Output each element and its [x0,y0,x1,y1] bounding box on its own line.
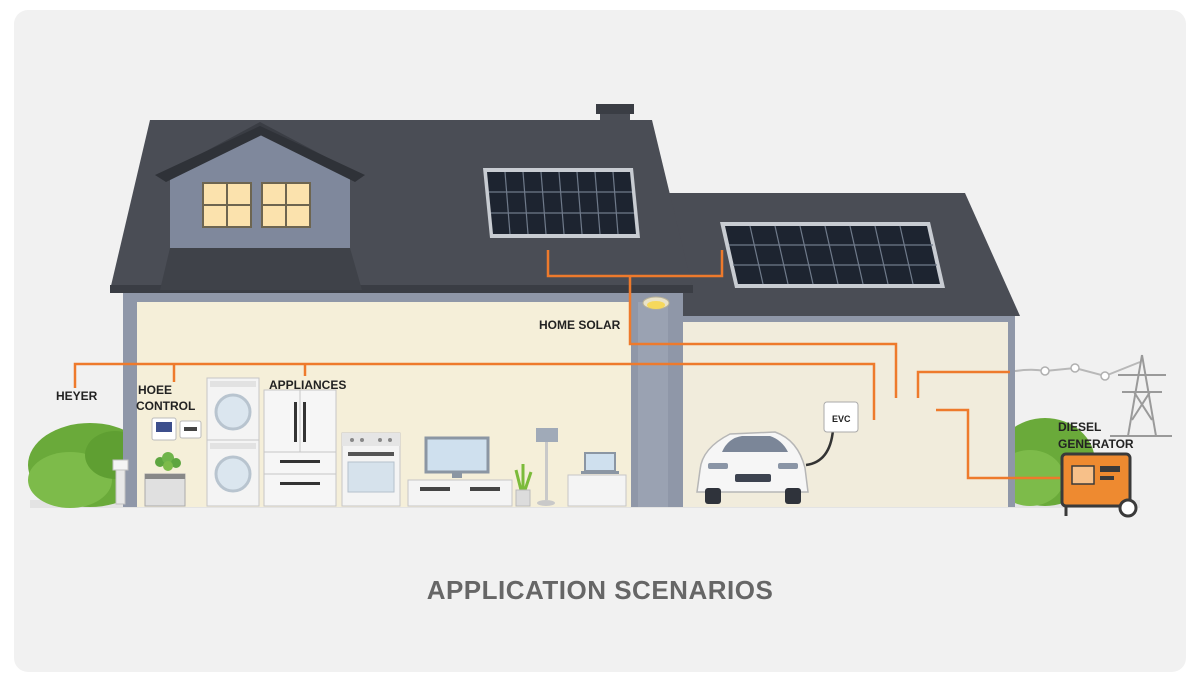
garden-lamp-icon [112,459,129,505]
desk [567,474,627,507]
ev-charger-icon [805,401,859,467]
washer-dryer-icon [206,377,260,507]
appliances-label: APPLIANCES [269,378,346,392]
dormer-windows [202,182,311,228]
hoee-label: HOEE [138,383,172,397]
oven-icon [341,432,401,507]
home-solar-label: HOME SOLAR [539,318,621,332]
lamp-icon [536,428,558,506]
solar-panel-icon [720,222,945,288]
wiring [73,250,1060,480]
plant-icon [514,464,533,507]
evc-label: EVC [832,414,851,424]
control-label: CONTROL [136,399,195,413]
solar-panel-icon [483,168,640,238]
car-icon [696,431,809,504]
generator-label: GENERATOR [1058,437,1134,451]
cabinet [144,473,186,507]
ceiling-light-icon [642,296,670,310]
laptop-icon [581,452,619,474]
control-panel-icon [151,417,202,441]
plant-icon [155,452,181,471]
power-tower-icon [1110,354,1172,437]
power-line [1009,361,1141,381]
tv-stand [407,479,513,507]
diesel-generator-icon [1060,452,1138,518]
caption-title: APPLICATION SCENARIOS [426,575,774,605]
tv-icon [424,436,490,478]
heyer-label: HEYER [56,389,98,403]
diesel-label: DIESEL [1058,420,1101,434]
refrigerator-icon [263,389,337,507]
